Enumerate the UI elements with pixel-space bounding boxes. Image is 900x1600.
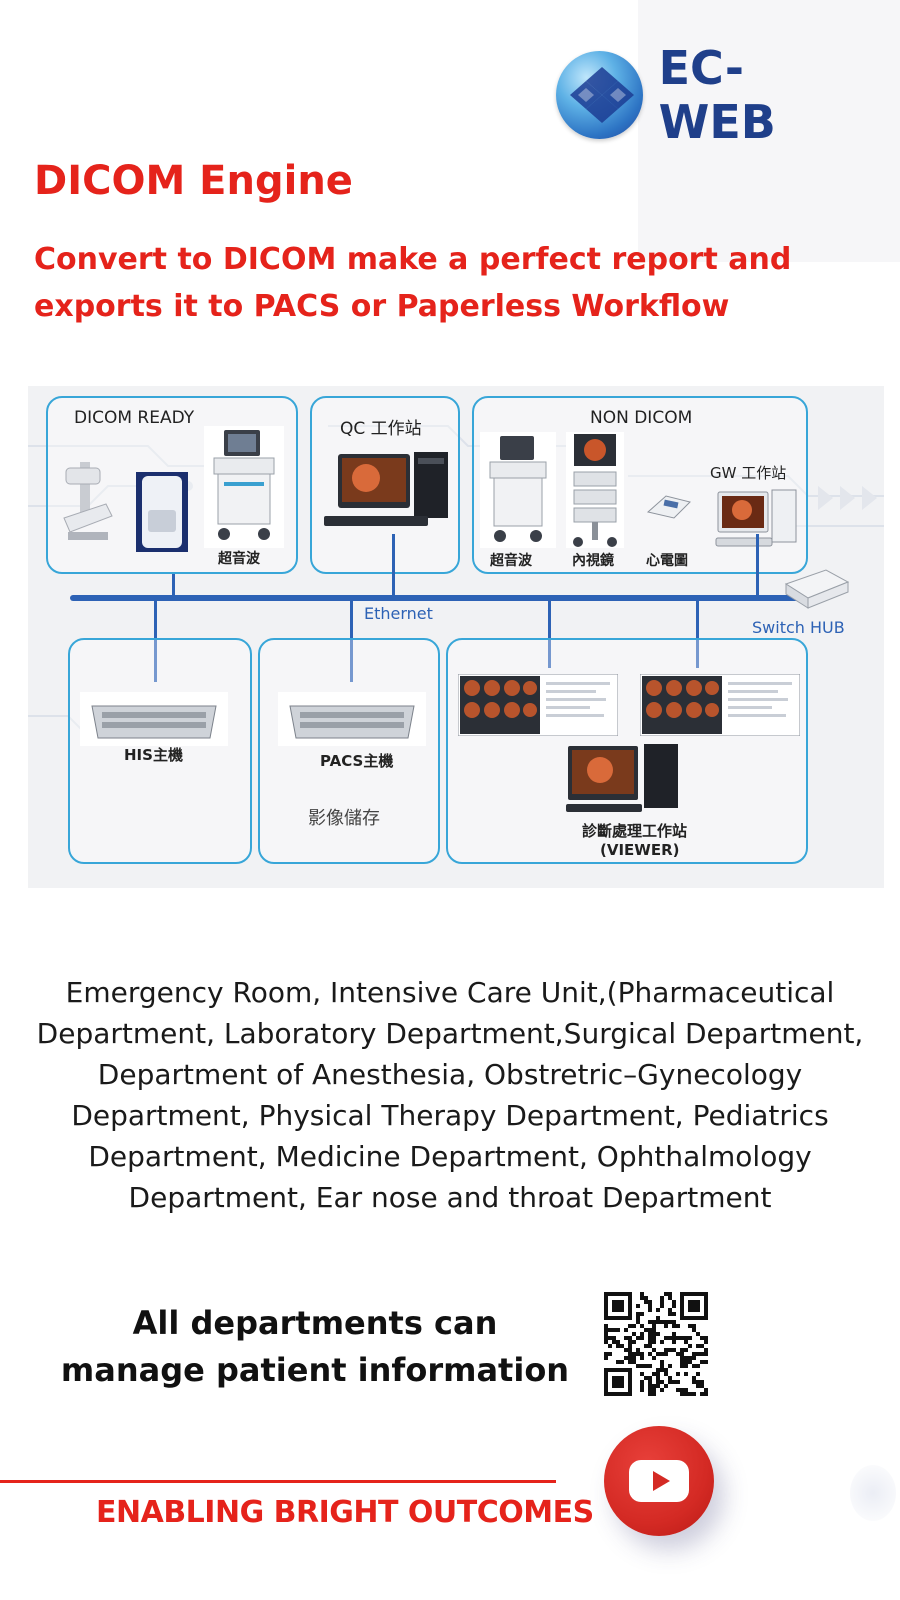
dicom-ready-box: DICOM READY 超音波 xyxy=(46,396,298,574)
dicom-ready-label: DICOM READY xyxy=(74,408,195,428)
connector-viewer-1 xyxy=(548,598,551,668)
gw-workstation-caption: GW 工作站 xyxy=(710,464,787,482)
qc-workstation-label: QC 工作站 xyxy=(340,419,422,439)
viewer-screen-1-icon xyxy=(458,674,618,736)
decorative-glow xyxy=(850,1465,896,1521)
page-title: DICOM Engine xyxy=(34,158,353,204)
viewer-caption-line2: (VIEWER) xyxy=(600,841,680,859)
connector-dicom-ready xyxy=(172,574,175,596)
ethernet-label: Ethernet xyxy=(364,604,433,623)
departments-text: Emergency Room, Intensive Care Unit,(Pha… xyxy=(36,976,864,1214)
his-server-box: HIS主機 xyxy=(68,638,252,864)
footer-divider xyxy=(0,1480,556,1483)
youtube-button[interactable] xyxy=(604,1426,714,1536)
pacs-server-icon xyxy=(278,692,426,746)
switch-hub-label: Switch HUB xyxy=(752,618,845,637)
mri-device-icon xyxy=(136,472,188,552)
connector-gw xyxy=(756,534,759,596)
qc-workstation-box: QC 工作站 xyxy=(310,396,460,574)
non-dicom-label: NON DICOM xyxy=(590,408,693,428)
his-server-caption: HIS主機 xyxy=(124,746,183,764)
connector-pacs xyxy=(350,598,353,682)
ec-web-globe-logo xyxy=(556,51,643,139)
his-server-icon xyxy=(80,692,228,746)
xray-device-icon xyxy=(63,462,113,540)
qc-workstation-computer-icon xyxy=(324,452,448,526)
ecg-device-icon xyxy=(646,495,691,519)
switch-hub-icon xyxy=(784,569,850,609)
endoscope-caption: 內視鏡 xyxy=(572,553,614,569)
pacs-server-box: PACS主機 影像儲存 xyxy=(258,638,440,864)
footer-tagline: ENABLING BRIGHT OUTCOMES xyxy=(96,1495,594,1530)
corner-panel xyxy=(638,0,900,262)
youtube-play-icon xyxy=(629,1460,689,1502)
qr-code-pattern xyxy=(604,1292,708,1396)
ethernet-bus xyxy=(70,595,810,601)
non-dicom-ultrasound-icon xyxy=(480,432,556,548)
endoscope-tower-icon xyxy=(566,432,624,548)
non-dicom-ultrasound-caption: 超音波 xyxy=(490,553,532,569)
qr-code[interactable] xyxy=(604,1292,708,1396)
ultrasound-device-icon xyxy=(204,426,284,548)
viewer-workstation-box: 診斷處理工作站 (VIEWER) xyxy=(446,638,808,864)
subtitle-line-2: exports it to PACS or Paperless Workflow xyxy=(34,289,730,324)
subtitle-line-1: Convert to DICOM make a perfect report a… xyxy=(34,242,792,277)
connector-viewer-2 xyxy=(696,598,699,668)
connector-his xyxy=(154,598,157,682)
brand-logo[interactable]: EC-WEB xyxy=(556,41,856,149)
non-dicom-box: NON DICOM 超音波 內視鏡 心電圖 GW 工作站 xyxy=(472,396,808,574)
viewer-screen-2-icon xyxy=(640,674,800,736)
manage-line-2: manage patient information xyxy=(60,1351,570,1389)
connector-qc xyxy=(392,534,395,596)
ecg-caption: 心電圖 xyxy=(646,553,688,569)
image-storage-caption: 影像儲存 xyxy=(308,808,380,829)
page-subtitle: Convert to DICOM make a perfect report a… xyxy=(34,236,874,330)
viewer-workstation-computer-icon xyxy=(566,744,678,812)
pacs-server-caption: PACS主機 xyxy=(320,752,394,770)
network-diagram: DICOM READY 超音波 QC 工作站 xyxy=(28,386,884,888)
viewer-caption-line1: 診斷處理工作站 xyxy=(582,822,688,840)
brand-name: EC-WEB xyxy=(658,41,776,149)
manage-patient-info-text: All departments can manage patient infor… xyxy=(50,1300,580,1394)
dicom-ready-ultrasound-caption: 超音波 xyxy=(218,551,260,567)
manage-line-1: All departments can xyxy=(132,1304,498,1342)
